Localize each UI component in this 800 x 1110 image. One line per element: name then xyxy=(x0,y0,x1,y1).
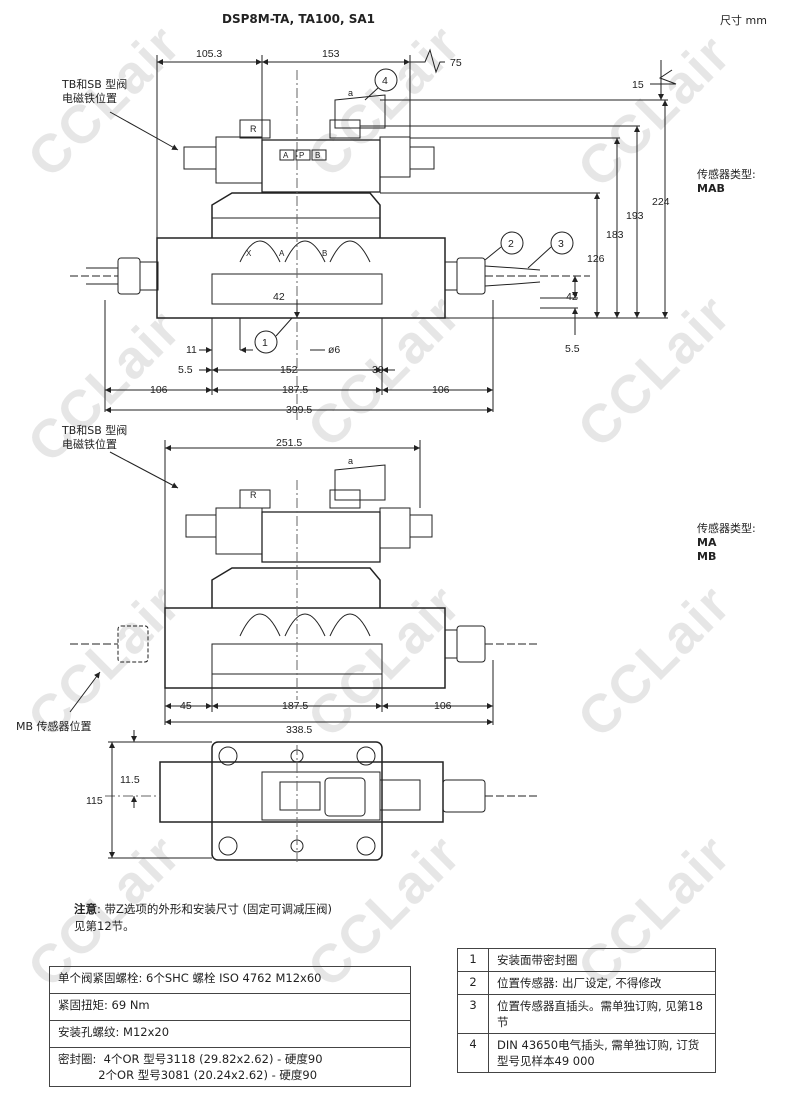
dim-15: 15 xyxy=(632,79,644,91)
dim-5-5-left: 5.5 xyxy=(178,364,193,376)
dim-phi6: ø6 xyxy=(328,344,340,356)
dim-399-5: 399.5 xyxy=(286,404,312,416)
dim-126: 126 xyxy=(587,253,605,265)
dim-106-right: 106 xyxy=(432,384,450,396)
valve-drawing: 105.3 153 75 15 224 193 183 126 42 5.5 4… xyxy=(69,48,677,862)
svg-text:A: A xyxy=(279,249,285,258)
svg-text:A: A xyxy=(283,151,289,160)
callout-1: 1 xyxy=(262,337,268,349)
table-row: 单个阀紧固螺栓: 6个SHC 螺栓 ISO 4762 M12x60 xyxy=(49,966,411,994)
dim-153: 153 xyxy=(322,48,340,60)
dim-106-v2: 106 xyxy=(434,700,452,712)
solenoid-position-label: TB和SB 型阀 电磁铁位置 xyxy=(62,78,128,105)
dim-11: 11 xyxy=(186,344,197,356)
dim-30: 30 xyxy=(372,364,384,376)
sensor-type-label: 传感器类型: MAB xyxy=(697,168,756,195)
spec-table: 单个阀紧固螺栓: 6个SHC 螺栓 ISO 4762 M12x60 紧固扭矩: … xyxy=(49,966,411,1087)
callout-2: 2 xyxy=(508,238,514,250)
svg-text:B: B xyxy=(322,249,327,258)
dim-75: 75 xyxy=(450,57,462,69)
callout-4: 4 xyxy=(382,75,388,87)
dim-338-5: 338.5 xyxy=(286,724,312,736)
svg-text:X: X xyxy=(246,249,252,258)
dim-45: 45 xyxy=(180,700,192,712)
table-row: 紧固扭矩: 69 Nm xyxy=(49,993,411,1021)
svg-text:R: R xyxy=(250,490,257,500)
dim-105-3: 105.3 xyxy=(196,48,222,60)
solenoid-position-label-2: TB和SB 型阀 电磁铁位置 xyxy=(62,424,128,451)
table-row: 密封圈: 4个OR 型号3118 (29.82x2.62) - 硬度90 2个O… xyxy=(49,1047,411,1087)
callout-3: 3 xyxy=(558,238,564,250)
dim-42-centre: 42 xyxy=(273,291,285,303)
dim-251-5: 251.5 xyxy=(276,437,302,449)
dim-115: 115 xyxy=(86,795,103,807)
dim-187-5: 187.5 xyxy=(282,384,308,396)
sensor-type-label-2: 传感器类型: MA MB xyxy=(697,522,756,563)
dim-187-5-v2: 187.5 xyxy=(282,700,308,712)
svg-text:B: B xyxy=(315,151,320,160)
note: 注意: 带Z选项的外形和安装尺寸 (固定可调减压阀) 见第12节。 xyxy=(74,902,333,933)
drawing-title: DSP8M-TA, TA100, SA1 xyxy=(222,12,376,26)
svg-text:a: a xyxy=(348,88,353,98)
dim-106-left: 106 xyxy=(150,384,168,396)
dim-224: 224 xyxy=(652,196,670,208)
svg-text:R: R xyxy=(250,124,257,134)
dim-11-5: 11.5 xyxy=(120,774,140,786)
dim-193: 193 xyxy=(626,210,644,222)
svg-text:P: P xyxy=(299,151,304,160)
dim-5-5-right: 5.5 xyxy=(565,343,580,355)
unit-label: 尺寸 mm xyxy=(720,14,767,27)
svg-text:a: a xyxy=(348,456,353,466)
dim-152: 152 xyxy=(280,364,298,376)
dim-42-right: 42 xyxy=(566,291,578,303)
mb-sensor-position-label: MB 传感器位置 xyxy=(16,720,92,733)
dim-183: 183 xyxy=(606,229,624,241)
table-row: 安装孔螺纹: M12x20 xyxy=(49,1020,411,1048)
